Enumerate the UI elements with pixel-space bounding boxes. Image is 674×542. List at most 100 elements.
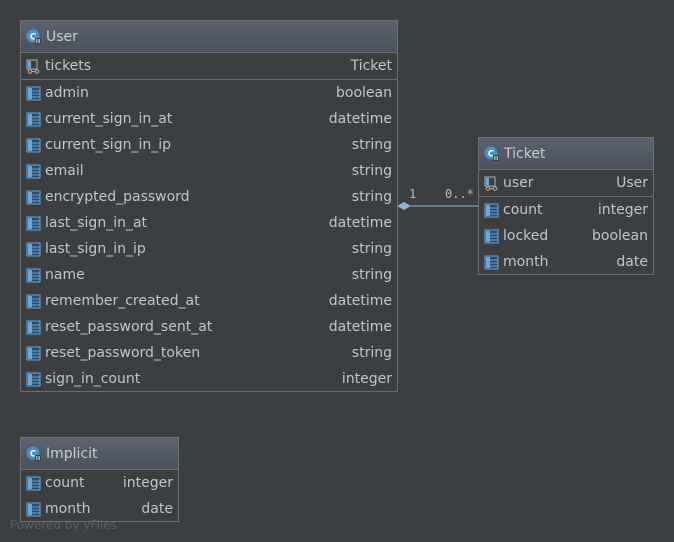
target-multiplicity-label: 0..* [445,187,474,201]
column-name: count [503,202,543,218]
column-list: count integer month date [21,470,178,522]
column-type: datetime [328,293,392,309]
svg-text:C: C [30,33,37,43]
composition-diamond [397,202,411,210]
column-row-encrypted-password[interactable]: encrypted_password string [21,184,397,210]
column-name: month [503,254,549,270]
column-icon [26,138,41,153]
source-multiplicity-label: 1 [409,187,417,201]
entity-user[interactable]: C User tickets Ticket admin boolean curren… [20,20,398,392]
column-icon [26,242,41,257]
column-row-reset-password-token[interactable]: reset_password_token string [21,340,397,366]
relation-row[interactable]: user User [479,170,653,196]
column-type: boolean [592,228,648,244]
relation-icon [484,176,499,191]
column-row-current-sign-in-at[interactable]: current_sign_in_at datetime [21,106,397,132]
relation-type: User [616,175,648,191]
column-list: count integer locked boolean month date [479,197,653,275]
column-name: current_sign_in_ip [45,137,171,153]
column-name: reset_password_sent_at [45,319,213,335]
column-icon [26,268,41,283]
column-name: reset_password_token [45,345,201,361]
column-row-month[interactable]: month date [479,249,653,275]
column-icon [26,502,41,517]
column-icon [26,164,41,179]
column-icon [26,86,41,101]
column-icon [26,476,41,491]
entity-user-header[interactable]: C User [21,21,397,53]
column-row-last-sign-in-at[interactable]: last_sign_in_at datetime [21,210,397,236]
divider [479,196,653,197]
column-icon [484,229,499,244]
entity-title: Implicit [46,445,98,462]
column-row-admin[interactable]: admin boolean [21,80,397,106]
column-icon [26,190,41,205]
class-icon: C [26,29,41,44]
column-type: datetime [328,111,392,127]
column-row-month[interactable]: month date [21,496,178,522]
column-type: integer [341,371,392,387]
column-row-count[interactable]: count integer [21,470,178,496]
column-icon [26,320,41,335]
column-name: month [45,501,91,517]
entity-implicit[interactable]: C Implicit count integer month date [20,437,179,522]
column-name: name [45,267,85,283]
column-name: sign_in_count [45,371,141,387]
relation-row[interactable]: tickets Ticket [21,53,397,79]
relation-icon [26,59,41,74]
svg-text:C: C [30,450,37,460]
column-type: string [351,163,392,179]
column-name: encrypted_password [45,189,190,205]
column-icon [26,372,41,387]
column-row-email[interactable]: email string [21,158,397,184]
column-row-remember-created-at[interactable]: remember_created_at datetime [21,288,397,314]
column-type: string [351,189,392,205]
column-type: datetime [328,319,392,335]
entity-implicit-header[interactable]: C Implicit [21,438,178,470]
column-name: locked [503,228,549,244]
column-icon [26,112,41,127]
column-type: string [351,241,392,257]
column-type: string [351,345,392,361]
column-name: last_sign_in_at [45,215,148,231]
column-name: remember_created_at [45,293,200,309]
column-name: current_sign_in_at [45,111,173,127]
entity-title: User [46,28,78,45]
column-type: date [616,254,648,270]
class-icon: C [484,146,499,161]
watermark: Powered by yFiles [10,518,117,532]
column-row-locked[interactable]: locked boolean [479,223,653,249]
column-row-sign-in-count[interactable]: sign_in_count integer [21,366,397,392]
column-row-current-sign-in-ip[interactable]: current_sign_in_ip string [21,132,397,158]
column-name: count [45,475,85,491]
column-icon [26,294,41,309]
column-icon [484,255,499,270]
column-type: boolean [336,85,392,101]
column-row-name[interactable]: name string [21,262,397,288]
relation-name: user [503,175,534,191]
column-icon [26,346,41,361]
column-type: date [141,501,173,517]
column-type: datetime [328,215,392,231]
column-name: email [45,163,84,179]
column-type: integer [122,475,173,491]
column-row-reset-password-sent-at[interactable]: reset_password_sent_at datetime [21,314,397,340]
column-type: string [351,137,392,153]
column-icon [484,203,499,218]
column-type: string [351,267,392,283]
relation-name: tickets [45,58,92,74]
column-row-count[interactable]: count integer [479,197,653,223]
column-icon [26,216,41,231]
column-name: admin [45,85,89,101]
relation-type: Ticket [350,58,392,74]
entity-ticket-header[interactable]: C Ticket [479,138,653,170]
class-icon: C [26,446,41,461]
divider [21,79,397,80]
column-type: integer [597,202,648,218]
svg-text:C: C [488,150,495,160]
entity-title: Ticket [504,145,546,162]
entity-ticket[interactable]: C Ticket user User count integer locked boo… [478,137,654,275]
